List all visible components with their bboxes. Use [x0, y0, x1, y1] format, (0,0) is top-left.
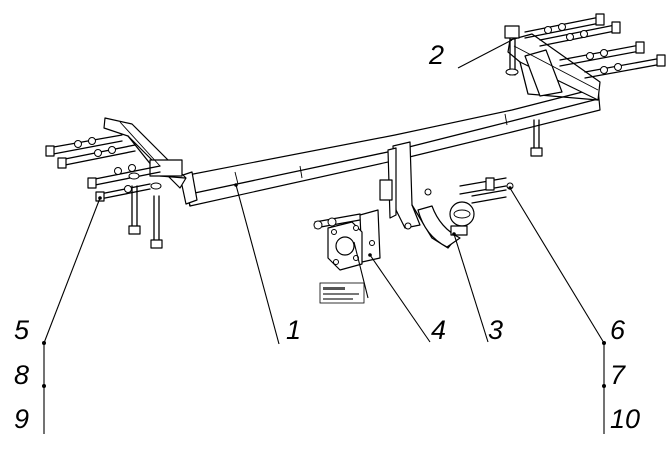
- right-vertical-bolts: [504, 25, 543, 157]
- callout-8: 8: [14, 360, 30, 390]
- callout-3: 3: [488, 315, 504, 345]
- left-bolt-middle: [57, 144, 136, 169]
- right-side-bracket: [507, 33, 601, 101]
- left-vertical-bolts: [128, 172, 163, 249]
- leader-lines: [42, 39, 606, 434]
- left-bolts: [45, 134, 163, 249]
- callout-2: 2: [429, 40, 445, 70]
- label-sticker: [319, 241, 369, 304]
- right-bolt-3: [559, 41, 645, 67]
- leader-2: [457, 39, 513, 69]
- leader-1: [235, 184, 280, 345]
- socket-plate: [313, 209, 381, 271]
- leader-5: [43, 197, 101, 344]
- left-side-bracket: [103, 117, 187, 189]
- callout-6: 6: [610, 315, 626, 345]
- callout-1: 1: [286, 315, 302, 345]
- callout-7: 7: [610, 360, 626, 390]
- right-bolt-4: [584, 54, 666, 79]
- cross-beam: [179, 87, 601, 207]
- left-bolt-upper: [45, 134, 123, 157]
- hitch-arm-and-ball: [379, 141, 475, 249]
- right-bolts: [504, 13, 666, 157]
- left-bolt-lower: [87, 164, 161, 189]
- pin-bolt: [459, 177, 514, 204]
- callout-9: 9: [14, 404, 30, 434]
- leader-3: [453, 233, 489, 343]
- callout-4: 4: [431, 315, 447, 345]
- callout-10: 10: [610, 404, 641, 434]
- right-bolt-2: [539, 21, 621, 47]
- callout-5: 5: [14, 315, 30, 345]
- right-bolt-1: [524, 13, 605, 39]
- leader-4: [369, 254, 431, 343]
- left-bolt-bottom: [95, 183, 151, 202]
- leader-6: [509, 187, 605, 344]
